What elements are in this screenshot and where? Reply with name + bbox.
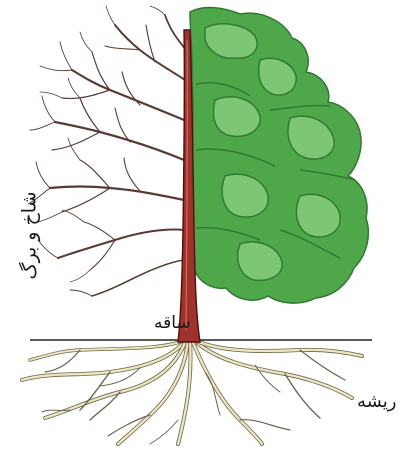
roots	[22, 340, 362, 444]
foliage	[190, 8, 368, 304]
leaves-label: شاخ و برگ	[21, 191, 40, 279]
bare-branches	[28, 6, 186, 296]
stem-label: ساقه	[154, 315, 191, 332]
root-label: ریشه	[357, 393, 396, 411]
